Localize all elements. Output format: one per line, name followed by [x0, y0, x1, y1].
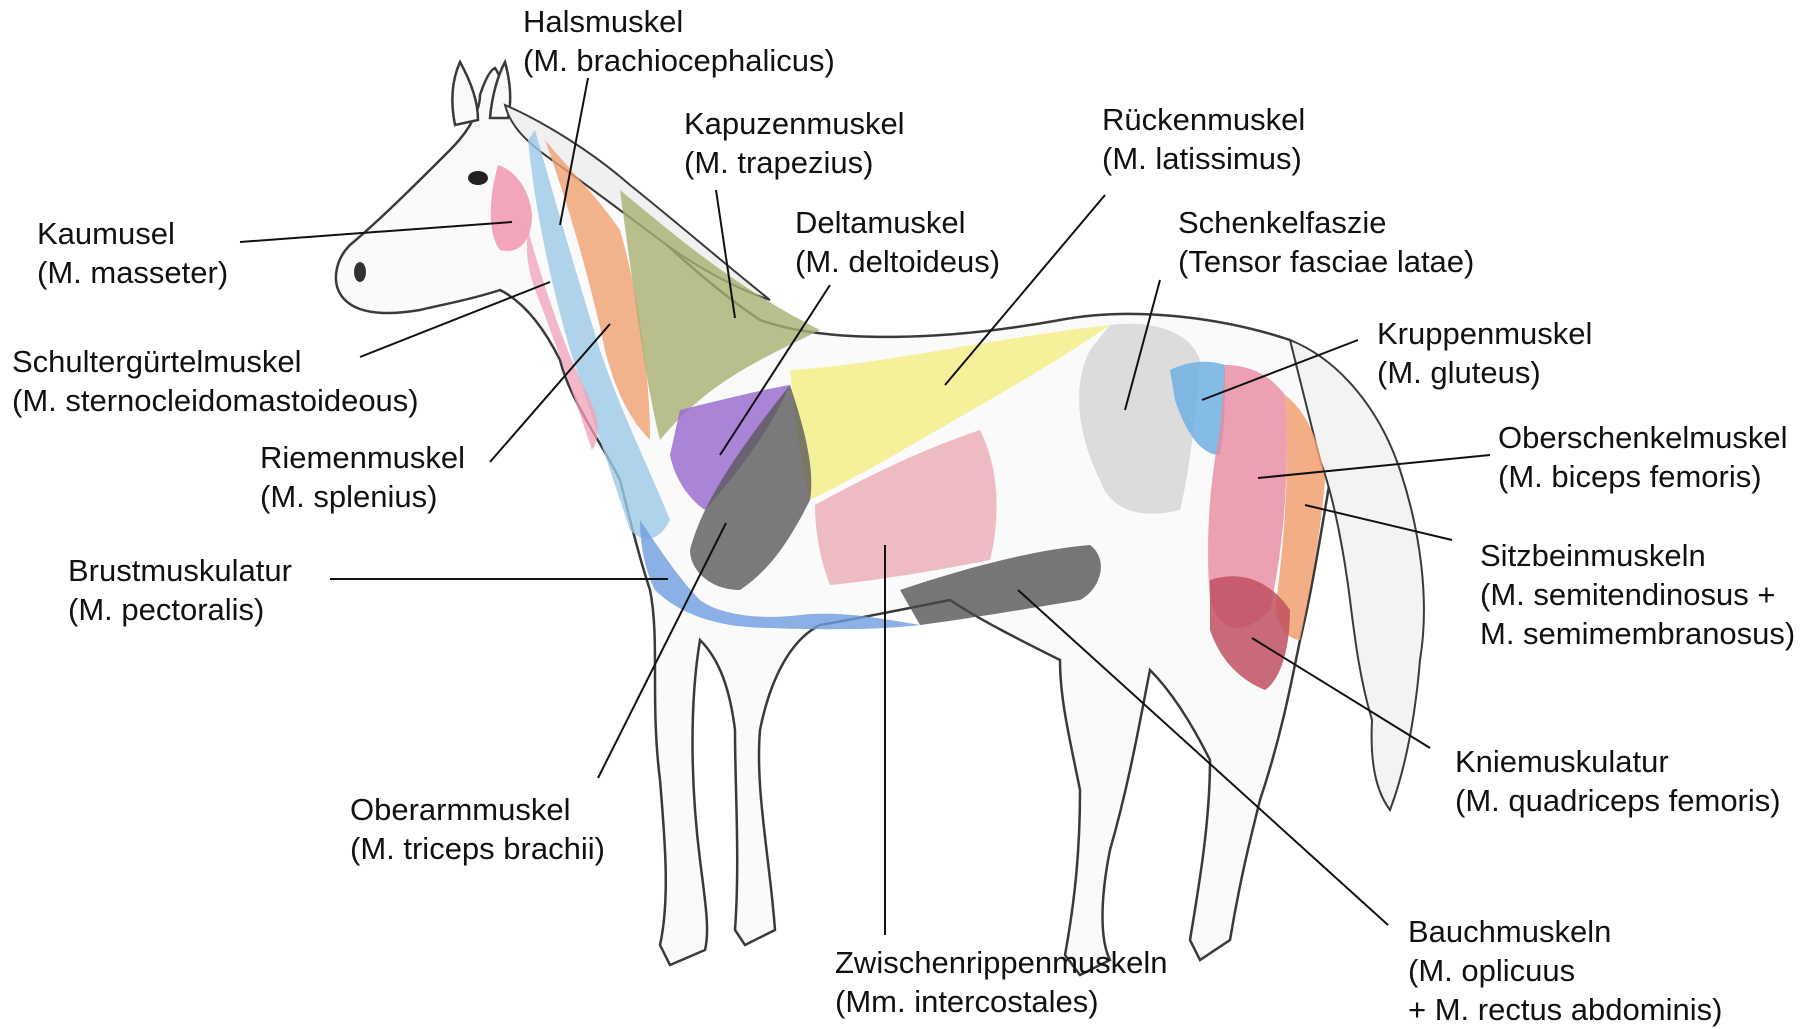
label-oberarmmuskel: Oberarmmuskel (M. triceps brachii) [350, 790, 605, 868]
label-schenkelfaszie: Schenkelfaszie (Tensor fasciae latae) [1178, 203, 1474, 281]
label-kruppenmuskel: Kruppenmuskel (M. gluteus) [1377, 314, 1592, 392]
label-zwischenrippenmuskeln: Zwischenrippenmuskeln (Mm. intercostales… [835, 943, 1168, 1021]
label-oberschenkelmuskel: Oberschenkelmuskel (M. biceps femoris) [1498, 418, 1787, 496]
label-schultergurtelmuskel-name: Schultergürtelmuskel [12, 342, 419, 381]
label-zwischenrippenmuskeln-name: Zwischenrippenmuskeln [835, 943, 1168, 982]
eye [468, 171, 488, 185]
label-kaumusel-name: Kaumusel [37, 214, 228, 253]
label-kruppenmuskel-latin: (M. gluteus) [1377, 353, 1592, 392]
label-sitzbeinmuskeln-latin-1: (M. semitendinosus + [1480, 575, 1795, 614]
label-kapuzenmuskel-name: Kapuzenmuskel [684, 104, 905, 143]
label-bauchmuskeln-latin-1: (M. oplicuus [1408, 951, 1722, 990]
label-oberarmmuskel-name: Oberarmmuskel [350, 790, 605, 829]
label-deltamuskel-name: Deltamuskel [795, 203, 1000, 242]
label-oberarmmuskel-latin: (M. triceps brachii) [350, 829, 605, 868]
label-brustmuskulatur-name: Brustmuskulatur [68, 551, 292, 590]
label-kapuzenmuskel-latin: (M. trapezius) [684, 143, 905, 182]
label-rueckenmuskel-name: Rückenmuskel [1102, 100, 1305, 139]
label-halsmuskel: Halsmuskel (M. brachiocephalicus) [523, 2, 835, 80]
label-kniemuskulatur-latin: (M. quadriceps femoris) [1455, 781, 1781, 820]
label-rueckenmuskel-latin: (M. latissimus) [1102, 139, 1305, 178]
label-kaumusel: Kaumusel (M. masseter) [37, 214, 228, 292]
nostril [354, 262, 366, 282]
label-riemenmuskel-latin: (M. splenius) [260, 477, 465, 516]
label-sitzbeinmuskeln-latin-2: M. semimembranosus) [1480, 614, 1795, 653]
label-kruppenmuskel-name: Kruppenmuskel [1377, 314, 1592, 353]
label-bauchmuskeln: Bauchmuskeln (M. oplicuus + M. rectus ab… [1408, 912, 1722, 1029]
label-kniemuskulatur-name: Kniemuskulatur [1455, 742, 1781, 781]
label-sitzbeinmuskeln-name: Sitzbeinmuskeln [1480, 536, 1795, 575]
label-deltamuskel: Deltamuskel (M. deltoideus) [795, 203, 1000, 281]
label-kaumusel-latin: (M. masseter) [37, 253, 228, 292]
label-kniemuskulatur: Kniemuskulatur (M. quadriceps femoris) [1455, 742, 1781, 820]
label-oberschenkelmuskel-latin: (M. biceps femoris) [1498, 457, 1787, 496]
label-halsmuskel-latin: (M. brachiocephalicus) [523, 41, 835, 80]
label-zwischenrippenmuskeln-latin: (Mm. intercostales) [835, 982, 1168, 1021]
label-brustmuskulatur-latin: (M. pectoralis) [68, 590, 292, 629]
label-bauchmuskeln-latin-2: + M. rectus abdominis) [1408, 990, 1722, 1029]
label-schenkelfaszie-latin: (Tensor fasciae latae) [1178, 242, 1474, 281]
label-brustmuskulatur: Brustmuskulatur (M. pectoralis) [68, 551, 292, 629]
label-rueckenmuskel: Rückenmuskel (M. latissimus) [1102, 100, 1305, 178]
label-riemenmuskel-name: Riemenmuskel [260, 438, 465, 477]
label-schenkelfaszie-name: Schenkelfaszie [1178, 203, 1474, 242]
label-sitzbeinmuskeln: Sitzbeinmuskeln (M. semitendinosus + M. … [1480, 536, 1795, 653]
label-kapuzenmuskel: Kapuzenmuskel (M. trapezius) [684, 104, 905, 182]
label-bauchmuskeln-name: Bauchmuskeln [1408, 912, 1722, 951]
label-oberschenkelmuskel-name: Oberschenkelmuskel [1498, 418, 1787, 457]
label-schultergurtelmuskel-latin: (M. sternocleidomastoideous) [12, 381, 419, 420]
label-halsmuskel-name: Halsmuskel [523, 2, 835, 41]
label-riemenmuskel: Riemenmuskel (M. splenius) [260, 438, 465, 516]
label-schultergurtelmuskel: Schultergürtelmuskel (M. sternocleidomas… [12, 342, 419, 420]
ear-left [452, 62, 478, 125]
label-deltamuskel-latin: (M. deltoideus) [795, 242, 1000, 281]
